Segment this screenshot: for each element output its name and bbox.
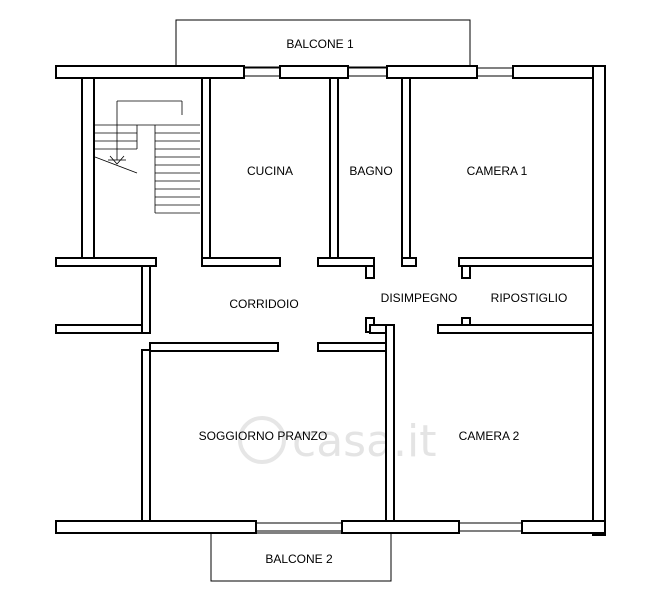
- label-camera-1: CAMERA 1: [467, 164, 528, 178]
- label-cucina: CUCINA: [247, 164, 293, 178]
- top-wall-mid: [279, 65, 349, 79]
- top-wall-far-right: [512, 65, 606, 79]
- watermark-text: casa.it: [292, 416, 437, 467]
- label-disimpegno: DISIMPEGNO: [381, 291, 458, 305]
- balcone-2-outline: [210, 532, 392, 582]
- soggiorno-left-wall: [141, 349, 151, 522]
- left-wall-upper: [81, 77, 95, 259]
- camera1-bottom-left: [401, 257, 417, 267]
- bottom-wall-mid: [341, 520, 460, 534]
- label-ripostiglio: RIPOSTIGLIO: [491, 291, 568, 305]
- right-wall: [592, 65, 606, 536]
- label-balcone-1: BALCONE 1: [286, 37, 354, 51]
- bottom-wall-left: [55, 520, 257, 534]
- top-window-1: [243, 67, 281, 77]
- soggiorno-top-wall-left: [149, 342, 279, 352]
- label-camera-2: CAMERA 2: [459, 429, 520, 443]
- left-wall-lower-cap: [55, 324, 151, 334]
- top-wall-right: [386, 65, 478, 79]
- cucina-bottom-wall: [201, 257, 281, 267]
- label-balcone-2: BALCONE 2: [265, 552, 333, 566]
- left-corridor-wall: [141, 265, 151, 334]
- bottom-window-1: [255, 522, 343, 532]
- top-window-2: [347, 67, 388, 77]
- cucina-bagno-wall: [329, 77, 339, 267]
- top-window-3: [476, 67, 514, 77]
- soggiorno-camera2-wall: [385, 324, 395, 522]
- label-corridoio: CORRIDOIO: [229, 297, 298, 311]
- ripostiglio-top-stub: [461, 265, 471, 279]
- bagno-bottom-stub: [365, 265, 375, 279]
- top-wall-left: [55, 65, 245, 79]
- camera2-top-wall: [437, 324, 594, 334]
- bottom-wall-right: [521, 520, 606, 534]
- camera1-bottom-wall: [458, 257, 594, 267]
- bagno-camera1-wall: [401, 77, 411, 267]
- exterior-walls: [55, 65, 606, 536]
- interior-walls: [149, 77, 594, 522]
- stairwell: [94, 77, 211, 259]
- watermark-logo-icon: [238, 416, 286, 464]
- watermark: casa.it: [238, 416, 437, 467]
- bagno-bottom-wall: [317, 257, 375, 267]
- left-wall-upper-cap: [55, 257, 157, 267]
- soggiorno-top-wall-right: [317, 342, 395, 352]
- left-walls: [55, 77, 157, 522]
- bottom-window-2: [458, 522, 523, 532]
- stair-right-wall: [201, 77, 211, 259]
- label-bagno: BAGNO: [349, 164, 392, 178]
- label-soggiorno-pranzo: SOGGIORNO PRANZO: [199, 429, 328, 443]
